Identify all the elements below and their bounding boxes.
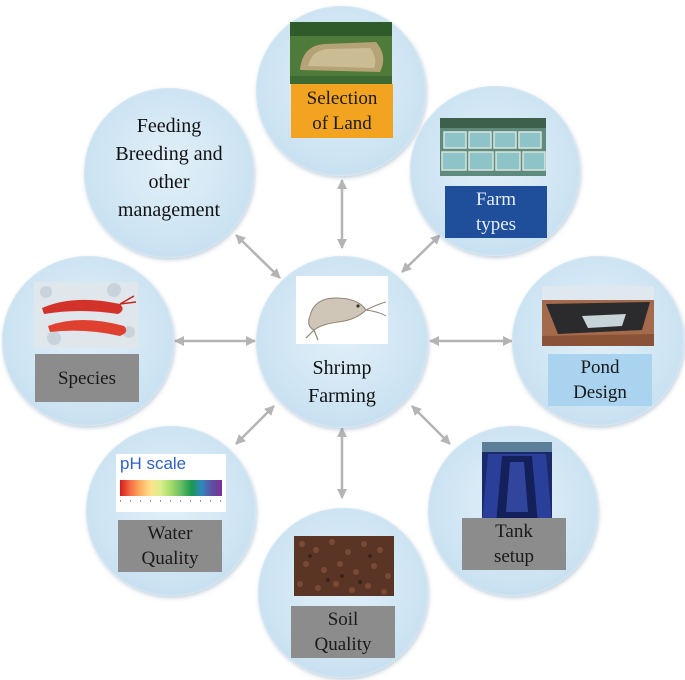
feeding-label: Feeding Breeding and other management (80, 110, 258, 226)
species-photo (34, 282, 138, 348)
label-line: Quality (314, 634, 372, 655)
arrow-farm (401, 234, 441, 273)
label-line: Farming (308, 385, 376, 407)
label-box-species: Species (35, 354, 139, 402)
label-line: Breeding and (115, 143, 223, 165)
label-line: other (148, 171, 190, 193)
label-line: Pond (580, 357, 620, 378)
label-box-tank: Tank setup (462, 518, 566, 570)
pond-photo (542, 286, 654, 346)
center-label: Shrimp Farming (282, 352, 402, 412)
node-farm-types: Farm types (410, 86, 580, 256)
farm-photo (440, 118, 546, 176)
ph-color-bar (120, 480, 222, 496)
label-line: types (475, 214, 517, 235)
arrow-water (235, 405, 275, 445)
label-box-pond: Pond Design (548, 354, 652, 406)
label-line: Tank (495, 521, 533, 542)
node-shrimp-farming: Shrimp Farming (256, 256, 428, 428)
label-box-soil: Soil Quality (291, 606, 395, 658)
node-soil-quality: Soil Quality (258, 508, 428, 678)
node-selection-of-land: Selection of Land (256, 6, 426, 176)
arrow-tank (411, 405, 451, 445)
label-line: Soil (327, 609, 359, 630)
node-feeding-management: Feeding Breeding and other management (84, 88, 254, 258)
label-box-water: Water Quality (118, 520, 222, 572)
label-line: Species (57, 367, 117, 389)
node-water-quality: pH scale Water Quality (86, 426, 256, 596)
node-tank-setup: Tank setup (428, 426, 598, 596)
label-line: management (117, 199, 221, 221)
label-line: Quality (141, 548, 199, 569)
label-line: Selection (306, 88, 378, 109)
label-box-farm: Farm types (445, 186, 547, 238)
node-pond-design: Pond Design (512, 256, 684, 426)
label-line: Design (573, 382, 627, 403)
ph-scale-title: pH scale (120, 454, 187, 473)
soil-photo (294, 536, 394, 596)
label-line: Shrimp (312, 357, 372, 379)
label-box-land: Selection of Land (291, 84, 393, 138)
label-line: Farm (475, 189, 517, 210)
ph-scale-ticks (120, 500, 222, 502)
label-line: of Land (312, 113, 372, 134)
ph-scale-image: pH scale (116, 454, 226, 512)
land-photo (290, 22, 392, 84)
label-line: Water (147, 523, 193, 544)
arrow-feeding (235, 234, 281, 279)
tank-photo (482, 442, 552, 524)
shrimp-photo (296, 276, 388, 344)
node-species: Species (2, 256, 174, 426)
label-line: setup (493, 546, 535, 567)
label-line: Feeding (136, 115, 202, 137)
